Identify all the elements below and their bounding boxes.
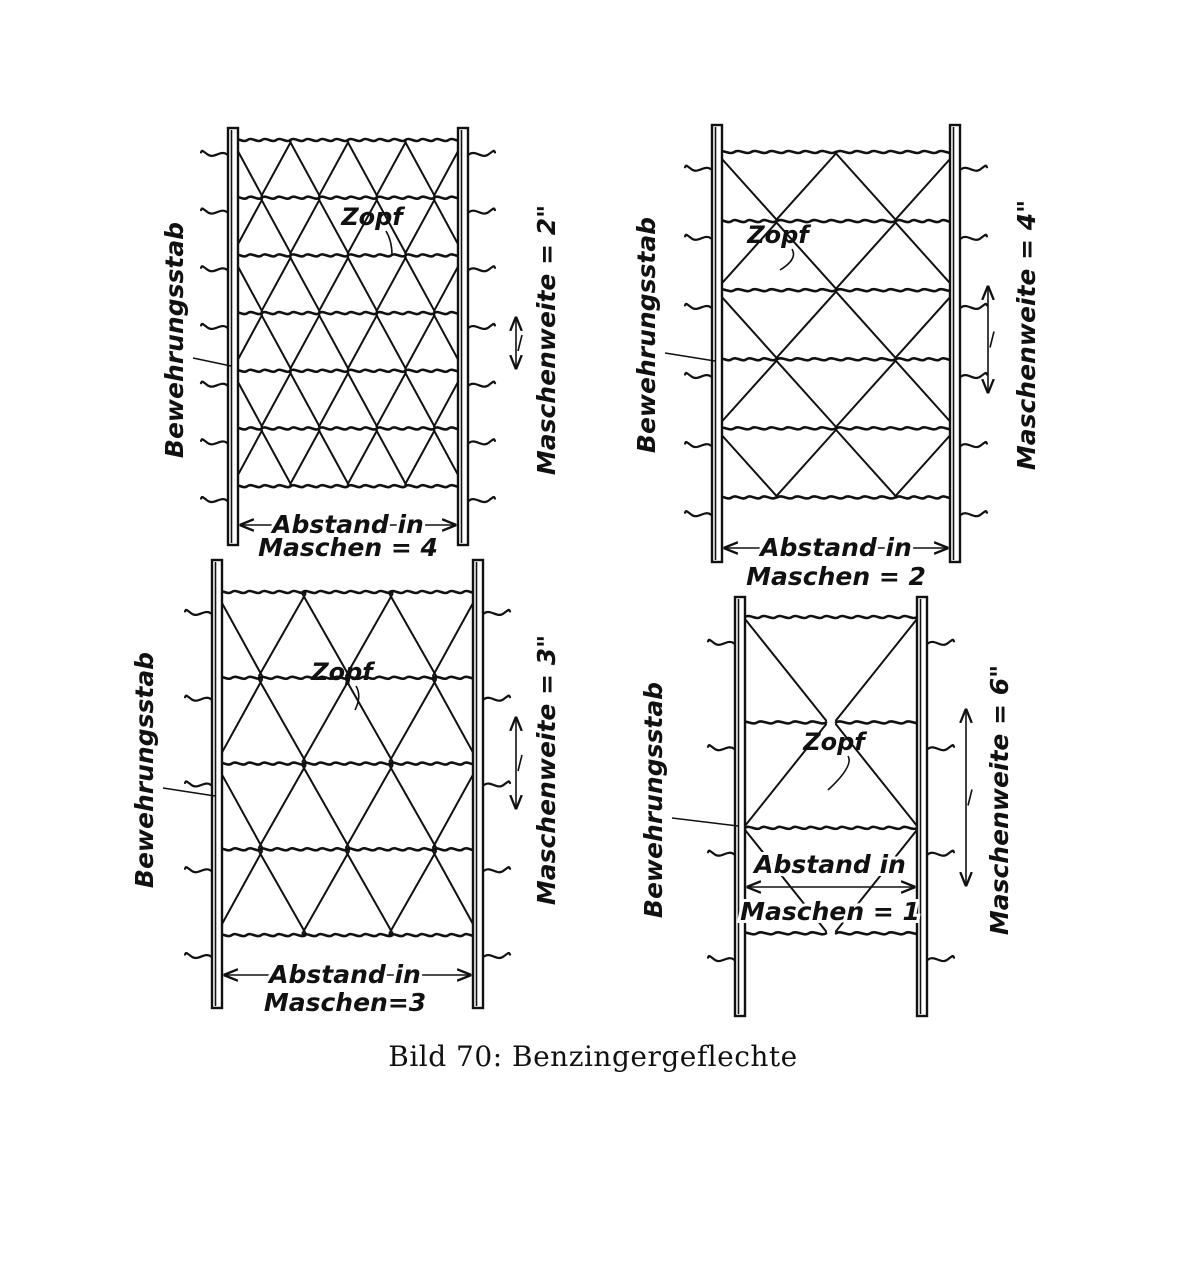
right-reinforcing-rod (948, 123, 962, 564)
braid-label: Zopf (802, 728, 867, 756)
rod-label: Bewehrungsstab (632, 217, 661, 453)
right-reinforcing-rod (456, 126, 470, 547)
distance-label-line1: Abstand in (752, 850, 906, 879)
braid-label: Zopf (746, 221, 811, 249)
hex-mesh (215, 589, 480, 938)
right-reinforcing-rod (471, 558, 485, 1010)
mesh-width-label: Maschenweite = 6" (985, 665, 1014, 935)
distance-label-line2: Maschen = 1 (740, 897, 920, 926)
mesh-width-label: Maschenweite = 3" (532, 635, 561, 905)
figure-caption: Bild 70: Benzingergeflechte (388, 1040, 798, 1073)
left-reinforcing-rod (226, 126, 240, 547)
rod-label: Bewehrungsstab (160, 222, 189, 458)
distance-label-line1: Abstand in (267, 960, 421, 989)
rod-label: Bewehrungsstab (639, 682, 668, 918)
left-reinforcing-rod (710, 123, 724, 564)
distance-label-line2: Maschen=3 (264, 988, 426, 1017)
distance-label-line1: Abstand in (758, 533, 912, 562)
rod-label: Bewehrungsstab (130, 652, 159, 888)
distance-label-line2: Maschen = 2 (746, 562, 926, 591)
mesh-width-label: Maschenweite = 2" (532, 205, 561, 475)
distance-label-line2: Maschen = 4 (258, 533, 438, 562)
braid-label: Zopf (310, 658, 375, 686)
hex-mesh (715, 149, 957, 500)
hex-mesh (231, 137, 465, 489)
left-reinforcing-rod (210, 558, 224, 1010)
braid-label: Zopf (340, 203, 405, 231)
right-reinforcing-rod (915, 595, 929, 1018)
left-reinforcing-rod (733, 595, 747, 1018)
mesh-width-label: Maschenweite = 4" (1012, 200, 1041, 470)
distance-label-line1: Abstand in (270, 510, 424, 539)
